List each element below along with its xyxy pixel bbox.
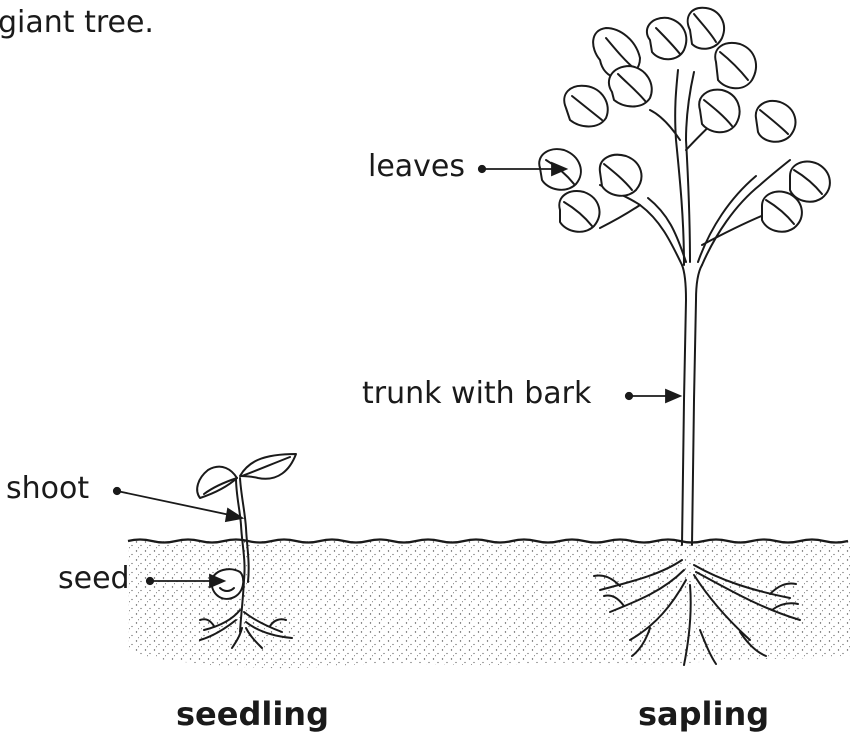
leaves-pointer (479, 163, 566, 175)
sapling-leaves (539, 8, 830, 232)
label-shoot: shoot (6, 474, 89, 504)
callout-lines (114, 163, 680, 587)
seedling-left-leaf (197, 467, 237, 498)
shoot-pointer (114, 488, 242, 521)
caption-seedling: seedling (176, 698, 329, 730)
label-seed: seed (58, 564, 130, 594)
soil (128, 540, 850, 669)
sapling-trunk (682, 265, 686, 545)
trunk-pointer (626, 390, 680, 402)
label-trunk-with-bark: trunk with bark (362, 379, 591, 409)
caption-sapling: sapling (638, 698, 769, 730)
label-leaves: leaves (368, 152, 465, 182)
